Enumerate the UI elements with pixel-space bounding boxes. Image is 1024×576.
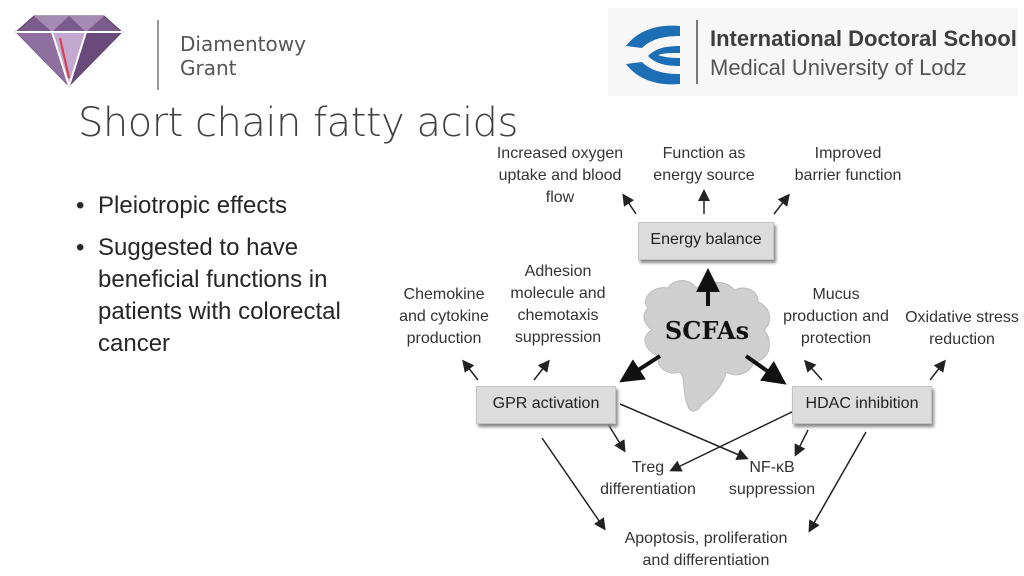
diamentowy-grant-logo: Diamentowy Grant (12, 8, 306, 90)
gpr-activation-box: GPR activation (476, 386, 616, 424)
energy-balance-box: Energy balance (638, 222, 774, 260)
label-treg: Treg differentiation (600, 459, 696, 498)
arrow-gpr-chemokine (462, 359, 479, 381)
label-mucus: Mucus production and protection (783, 286, 889, 347)
arrow-gpr-adhesion (533, 359, 550, 381)
arrow-hdac-apoptosis (808, 431, 867, 533)
arrow-hdac-oxidative (929, 359, 946, 381)
hdac-inhibition-box: HDAC inhibition (792, 386, 932, 424)
brand-name: Diamentowy Grant (180, 32, 306, 80)
arrow-gpr-apoptosis (541, 437, 606, 531)
scfas-label: SCFAs (664, 316, 750, 345)
arrow-hdac-treg (669, 409, 797, 472)
bullet-item: Pleiotropic effects (72, 190, 392, 222)
international-doctoral-school-logo: International Doctoral School Medical Un… (608, 8, 1018, 96)
idc-divider (696, 20, 698, 84)
arrow-energy-barrier (773, 193, 790, 215)
label-oxygen: Increased oxygen uptake and blood flow (496, 145, 624, 206)
idc-icon (626, 25, 680, 85)
arrow-scfa-gpr (619, 354, 662, 383)
idc-title: International Doctoral School (710, 26, 1017, 51)
arrow-gpr-nfkb (619, 403, 749, 460)
arrow-scfa-hdac (744, 354, 787, 385)
label-adhesion: Adhesion molecule and chemotaxis suppres… (510, 263, 606, 346)
arrow-energy-oxygen (622, 193, 637, 215)
bullet-list: Pleiotropic effects Suggested to have be… (72, 190, 392, 370)
arrow-hdac-nfkb (794, 429, 809, 457)
label-apoptosis: Apoptosis, proliferation and differentia… (624, 530, 788, 569)
diamond-icon (15, 15, 123, 87)
label-chemokine: Chemokine and cytokine production (399, 286, 489, 347)
arrow-gpr-treg (607, 423, 626, 453)
bullet-item: Suggested to have beneficial functions i… (72, 232, 392, 360)
arrow-hdac-mucus (804, 359, 823, 381)
diagram-arrows (462, 189, 946, 533)
logo-divider (157, 20, 159, 90)
label-energy-source: Function as energy source (653, 145, 755, 184)
scfa-diagram: SCFAs Energy balance GPR activation HDAC… (390, 140, 1024, 576)
label-barrier: Improved barrier function (794, 145, 902, 184)
slide-title: Short chain fatty acids (78, 100, 518, 146)
idc-subtitle: Medical University of Lodz (710, 55, 967, 80)
label-oxidative: Oxidative stress reduction (905, 309, 1019, 348)
label-nfkb: NF-κB suppression (728, 459, 816, 498)
